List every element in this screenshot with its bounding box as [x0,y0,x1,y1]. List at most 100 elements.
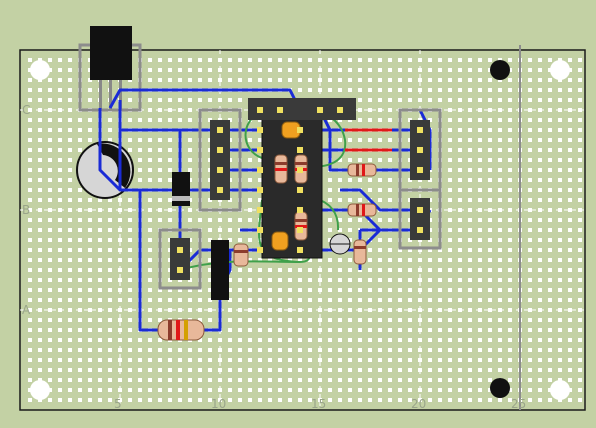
pad [118,218,122,222]
pad [378,398,382,402]
pad [228,78,232,82]
pad [488,218,492,222]
pad [458,208,462,212]
pad [408,88,412,92]
pad [468,258,472,262]
pad [178,78,182,82]
pad [488,348,492,352]
pad [58,158,62,162]
pad [548,88,552,92]
pad [158,398,162,402]
pad [388,218,392,222]
pad [528,268,532,272]
pad [388,398,392,402]
pad [548,148,552,152]
pad [228,218,232,222]
pad [498,148,502,152]
pad [528,398,532,402]
pad [38,168,42,172]
pad [428,288,432,292]
pad [508,228,512,232]
pad [448,108,452,112]
pad [88,368,92,372]
pad [578,148,582,152]
pad [378,248,382,252]
pad [98,348,102,352]
pad [368,268,372,272]
pad [308,68,312,72]
pad [288,378,292,382]
pad [538,298,542,302]
pad [498,258,502,262]
pad [388,88,392,92]
pad [88,118,92,122]
component-pin [297,207,303,213]
pad [358,398,362,402]
pad [408,68,412,72]
pad [288,308,292,312]
pad [468,328,472,332]
pad [398,288,402,292]
pad [358,378,362,382]
pad [508,368,512,372]
pad [38,88,42,92]
pad [248,218,252,222]
pad [208,368,212,372]
pad [468,238,472,242]
pad [68,98,72,102]
pad [418,378,422,382]
pad [338,388,342,392]
pad [438,58,442,62]
pad [448,218,452,222]
pad [228,348,232,352]
pad [388,278,392,282]
pad [558,168,562,172]
pad [68,218,72,222]
pad [78,288,82,292]
pad [118,308,122,312]
pad [378,358,382,362]
pad [28,178,32,182]
pad [448,88,452,92]
pad [198,308,202,312]
pad [448,138,452,142]
pad [58,278,62,282]
pad [468,368,472,372]
pad [368,58,372,62]
pad [468,298,472,302]
pad [238,288,242,292]
pad [478,398,482,402]
pad [88,198,92,202]
pad [228,298,232,302]
pad [528,198,532,202]
pad [378,218,382,222]
pad [238,238,242,242]
pad [508,118,512,122]
pad [578,288,582,292]
pad [118,338,122,342]
pad [108,338,112,342]
pad [468,88,472,92]
pad [48,268,52,272]
pad [478,388,482,392]
pad [188,98,192,102]
pad [558,158,562,162]
pad [558,178,562,182]
pad [408,358,412,362]
pad [568,118,572,122]
pad [158,178,162,182]
pad [508,218,512,222]
pad [58,308,62,312]
black-screw-top [490,60,510,80]
pad [568,398,572,402]
pad [578,238,582,242]
pad [528,328,532,332]
component-pin [297,167,303,173]
pad [548,318,552,322]
pad [488,288,492,292]
pad [568,188,572,192]
pad [378,278,382,282]
pad [568,78,572,82]
pad [228,98,232,102]
pad [238,218,242,222]
